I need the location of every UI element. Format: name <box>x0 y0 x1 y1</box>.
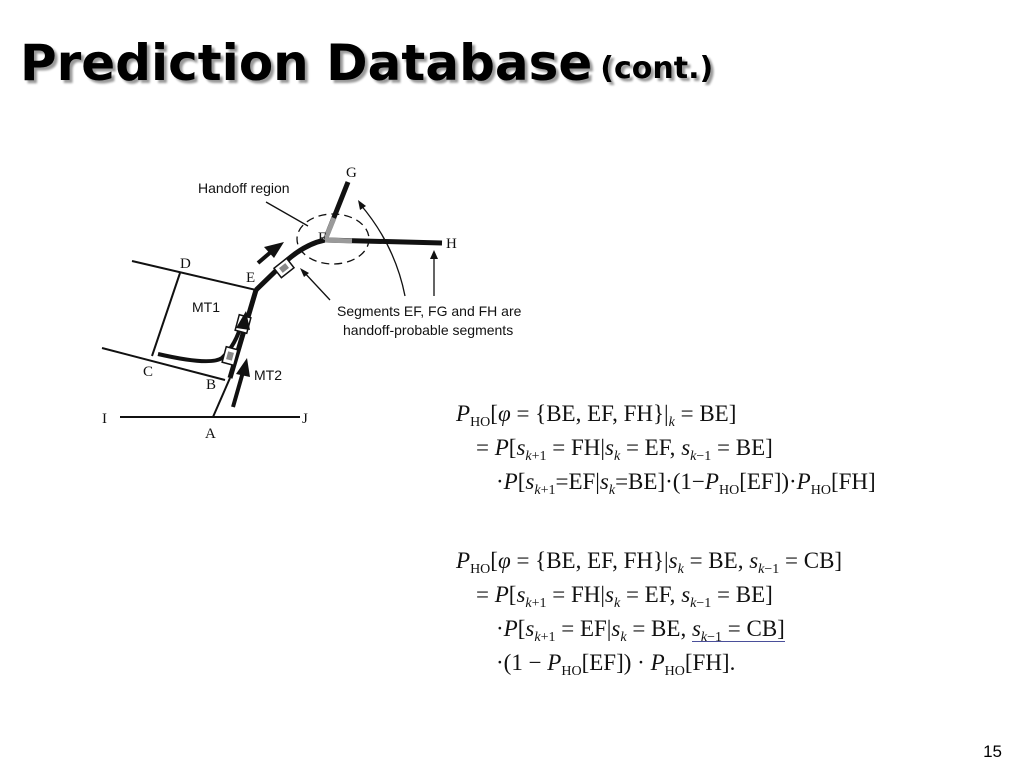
page-number: 15 <box>983 742 1002 761</box>
formula-line: = P[sk+1 = FH|sk = EF, sk−1 = BE] <box>476 582 773 611</box>
label-c: C <box>143 364 153 380</box>
formula-line: PHO[φ = {BE, EF, FH}|k = BE] <box>456 401 737 430</box>
segments-note-line1: Segments EF, FG and FH are <box>337 303 522 319</box>
road-segment-c-b <box>101 347 226 381</box>
label-a: A <box>205 426 216 442</box>
formula-line: ·(1 − PHO[EF]) · PHO[FH]. <box>496 650 736 679</box>
first-order-formula: PHO[φ = {BE, EF, FH}|k = BE] = P[sk+1 = … <box>456 397 876 499</box>
road-segment-dc <box>151 272 181 357</box>
formula-line: ·P[sk+1=EF|sk=BE]·(1−PHO[EF])·PHO[FH] <box>496 469 876 498</box>
label-d: D <box>180 256 191 272</box>
handoff-region-label: Handoff region <box>198 180 290 196</box>
handoff-region-pointer <box>265 201 309 227</box>
underlined-term: sk−1 = CB] <box>691 616 785 645</box>
formula-line: = P[sk+1 = FH|sk = EF, sk−1 = BE] <box>476 435 773 464</box>
label-b: B <box>206 377 216 393</box>
formula-line: ·P[sk+1 = EF|sk = BE, sk−1 = CB] <box>496 616 785 645</box>
formula-line: PHO[φ = {BE, EF, FH}|sk = BE, sk−1 = CB] <box>456 548 843 577</box>
label-f: F <box>318 230 326 246</box>
arrow-icon <box>256 242 284 265</box>
label-mt1: MT1 <box>192 299 220 315</box>
slide-title: Prediction Database(cont.) <box>20 38 713 88</box>
label-h: H <box>446 236 457 252</box>
label-j: J <box>302 411 308 427</box>
label-e: E <box>246 270 255 286</box>
road-segment-ab <box>212 377 231 418</box>
label-i: I <box>102 411 107 427</box>
segments-note-line2: handoff-probable segments <box>343 322 513 338</box>
handoff-region <box>296 213 370 265</box>
road-segment-d-e <box>131 260 257 291</box>
label-g: G <box>346 165 357 181</box>
mobile-terminal-icon <box>272 257 296 279</box>
note-pointer-ef <box>301 269 331 301</box>
note-pointer-fg <box>359 203 406 297</box>
title-suffix: (cont.) <box>600 51 714 86</box>
label-mt2: MT2 <box>254 367 282 383</box>
title-main: Prediction Database <box>20 34 593 92</box>
arrow-icon <box>236 311 250 330</box>
mobile-terminal-icon <box>221 345 239 367</box>
mt1-path <box>157 321 244 364</box>
second-order-formula: PHO[φ = {BE, EF, FH}|sk = BE, sk−1 = CB]… <box>456 544 842 680</box>
arrow-icon <box>231 358 250 408</box>
